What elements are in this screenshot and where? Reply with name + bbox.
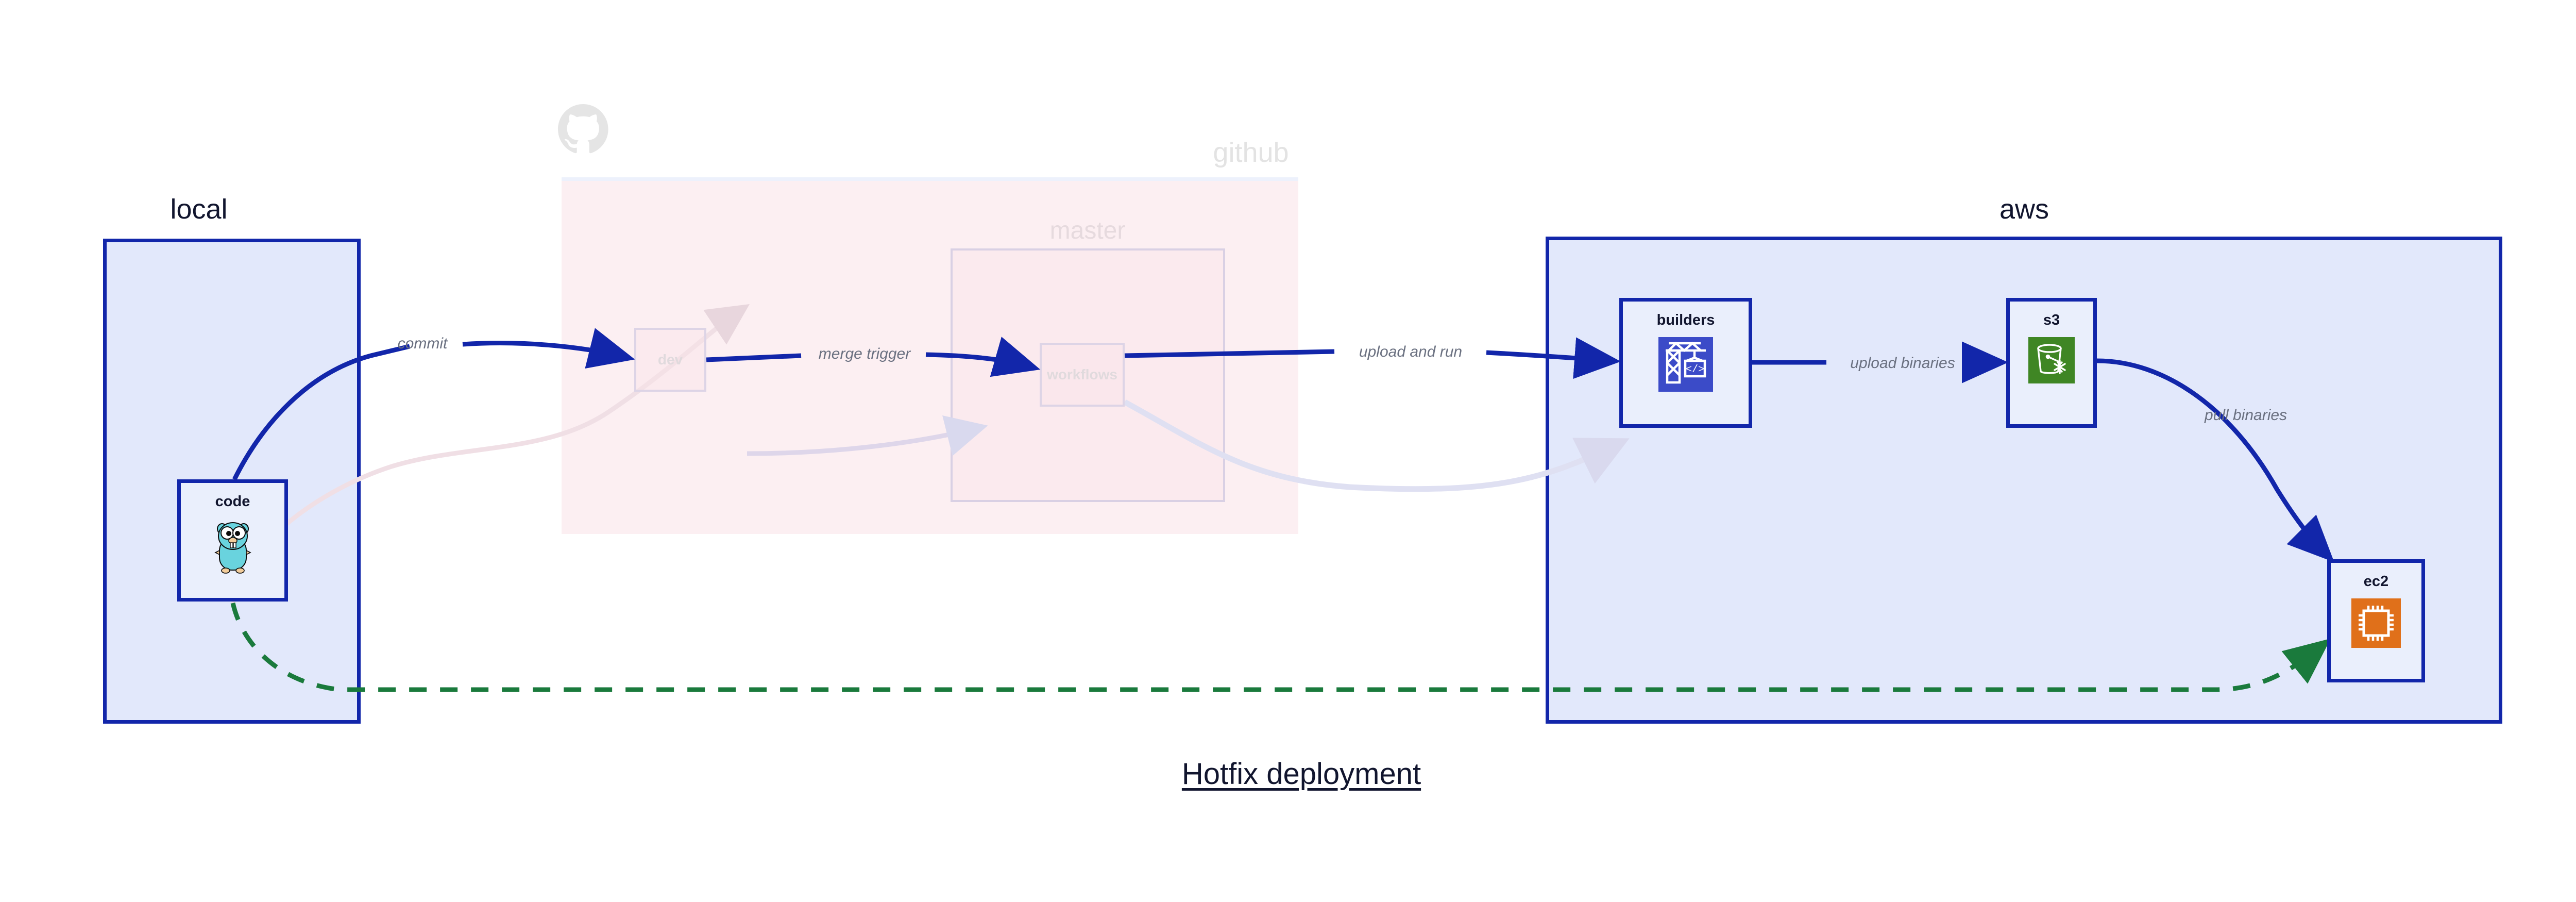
node-builders-label: builders	[1656, 312, 1715, 328]
svg-text:</>: </>	[1686, 364, 1704, 376]
node-ec2[interactable]: ec2	[2327, 559, 2425, 682]
node-dev-label: dev	[657, 352, 683, 368]
node-s3[interactable]: s3	[2006, 298, 2097, 428]
node-s3-label: s3	[2043, 312, 2060, 328]
node-builders[interactable]: builders </>	[1619, 298, 1752, 428]
group-label-local: local	[170, 194, 228, 225]
node-ec2-label: ec2	[2363, 573, 2389, 590]
node-code-label: code	[215, 493, 250, 510]
diagram-title: Hotfix deployment	[1181, 757, 1421, 791]
go-gopher-icon	[213, 519, 252, 579]
edge-label-commit: commit	[397, 335, 448, 352]
group-label-aws: aws	[1999, 194, 2049, 225]
edge-label-upload-and-run: upload and run	[1359, 343, 1463, 360]
edge-label-merge-trigger: merge trigger	[818, 345, 911, 362]
group-label-github: github	[1213, 137, 1289, 168]
aws-ec2-icon	[2351, 598, 2401, 650]
edge-label-pull-binaries: pull binaries	[2204, 407, 2287, 424]
aws-s3-glacier-icon	[2028, 337, 2075, 386]
github-octocat-icon	[558, 104, 608, 154]
aws-codebuild-icon: </>	[1658, 337, 1713, 394]
node-code[interactable]: code	[177, 479, 288, 602]
node-workflows[interactable]: workflows	[1040, 343, 1125, 407]
node-workflows-label: workflows	[1047, 366, 1117, 382]
edge-label-upload-binaries: upload binaries	[1850, 355, 1955, 372]
node-dev[interactable]: dev	[634, 328, 706, 392]
master-label: master	[1049, 217, 1126, 244]
